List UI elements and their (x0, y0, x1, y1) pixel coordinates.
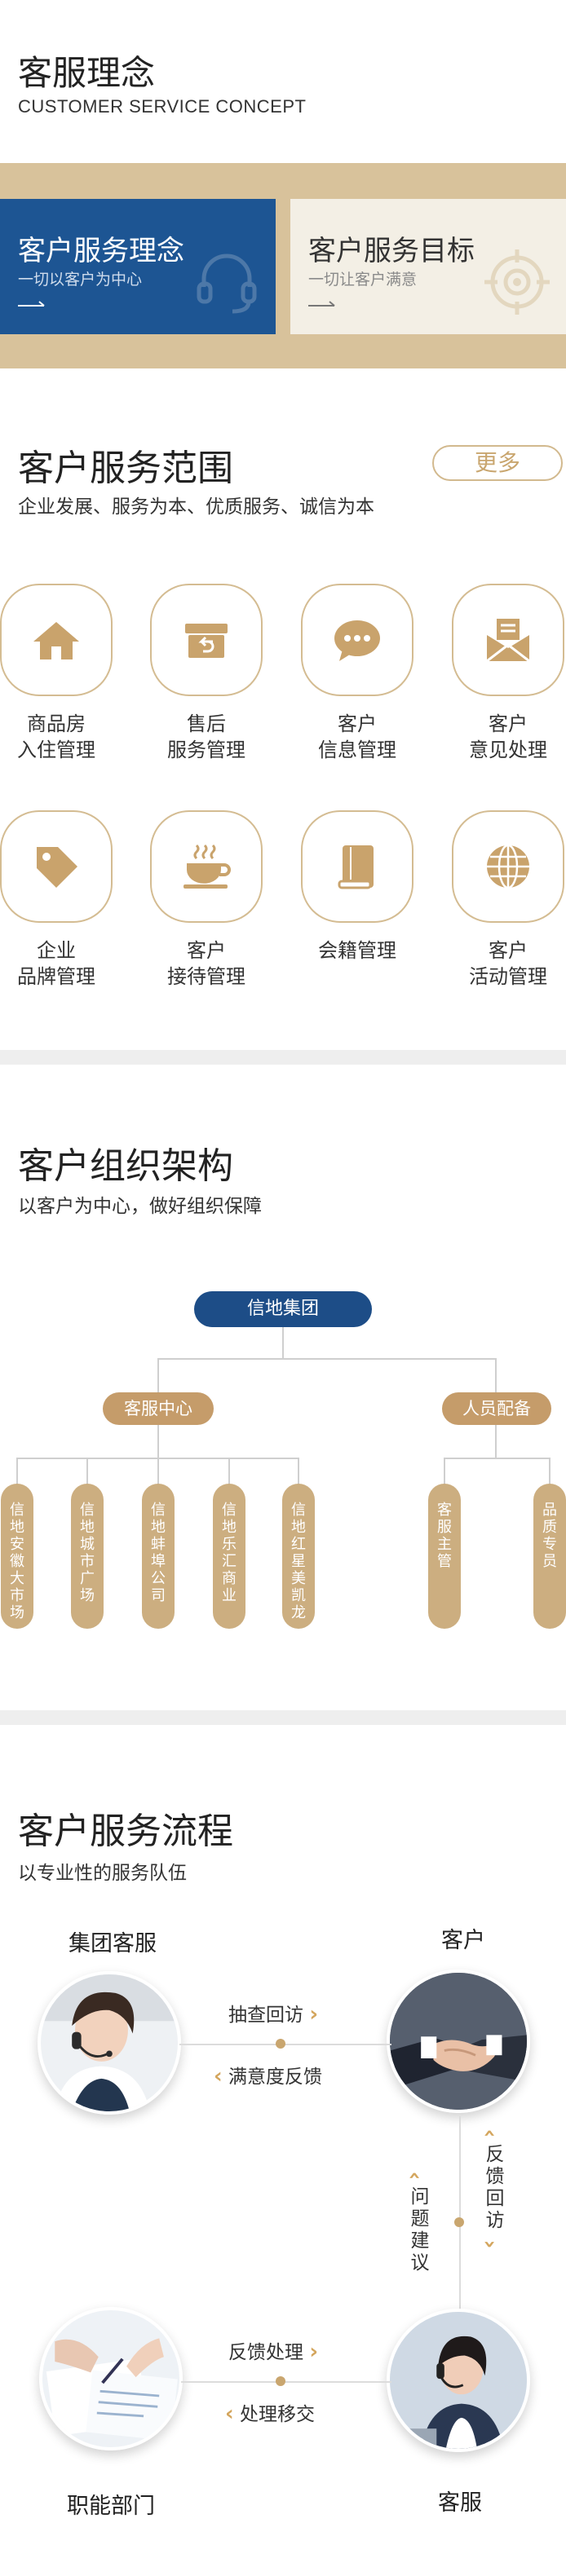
node-label-customer: 客户 (441, 1928, 485, 1953)
globe-icon-circle[interactable] (452, 810, 564, 923)
org-connector (444, 1458, 445, 1485)
section-divider (0, 1050, 566, 1065)
scope-subtitle: 企业发展、服务为本、优质服务、诚信为本 (18, 496, 374, 518)
concept-title: 客服理念 (18, 53, 156, 93)
org-root-node: 信地集团 (194, 1291, 372, 1327)
scope-item-label: 会籍管理 (318, 939, 396, 962)
org-connector (157, 1458, 159, 1485)
org-branch-staffing: 人员配备 (442, 1392, 551, 1425)
department-photo (39, 2307, 183, 2450)
group-service-photo (38, 1971, 181, 2115)
org-branch-service-center: 客服中心 (103, 1392, 214, 1425)
org-connector (495, 1425, 497, 1458)
card-title: 客户服务理念 (18, 235, 184, 267)
node-label-service: 客服 (438, 2490, 482, 2516)
org-connector (298, 1458, 299, 1485)
org-leaf: 客服主管 (428, 1484, 461, 1629)
org-leaf: 信地蚌埠公司 (142, 1484, 175, 1629)
chevron-right-icon: › (309, 2002, 319, 2027)
return-box-icon-circle[interactable] (150, 584, 263, 696)
scope-item-label: 客户活动管理 (469, 939, 547, 988)
flow-line (179, 2044, 391, 2045)
org-leaf: 信地安徽大市场 (1, 1484, 33, 1629)
scope-item-label: 售后服务管理 (167, 712, 245, 761)
org-connector (282, 1327, 284, 1358)
headset-icon (197, 254, 257, 314)
coffee-icon (184, 844, 231, 889)
chevron-up-icon: ‹ (477, 2128, 502, 2138)
headset-agent-image (41, 1974, 178, 2111)
section-divider (0, 1710, 566, 1725)
org-leaf: 品质专员 (533, 1484, 566, 1629)
org-connector (86, 1458, 88, 1485)
flow-dot (454, 2217, 464, 2227)
chevron-left-icon: ‹ (214, 2064, 223, 2089)
return-box-icon (185, 624, 228, 658)
chat-bubble-icon-circle[interactable] (301, 584, 413, 696)
concept-card-service-idea[interactable]: 客户服务理念 一切以客户为中心 (0, 199, 276, 334)
envelope-icon (486, 619, 530, 663)
flow-dot (276, 2039, 285, 2049)
more-button[interactable]: 更多 (432, 445, 563, 481)
customer-photo (387, 1969, 530, 2113)
flow-transfer: ‹ 处理移交 (225, 2402, 316, 2426)
org-connector (157, 1425, 159, 1458)
handshake-image (390, 1973, 527, 2110)
house-icon (33, 622, 79, 659)
scope-title: 客户服务范围 (18, 448, 233, 489)
chat-bubble-icon (334, 620, 380, 661)
card-subtitle: 一切以客户为中心 (18, 271, 143, 289)
scope-item-label: 商品房入住管理 (17, 712, 95, 761)
node-label-department: 职能部门 (67, 2494, 155, 2519)
concept-subtitle: CUSTOMER SERVICE CONCEPT (18, 96, 307, 117)
tag-icon (37, 847, 77, 888)
flow-dot (276, 2376, 285, 2386)
coffee-icon-circle[interactable] (150, 810, 263, 923)
target-icon (484, 249, 550, 315)
book-icon (338, 845, 374, 889)
card-title: 客户服务目标 (308, 235, 475, 267)
org-connector (549, 1458, 551, 1485)
flow-spot-check: 抽查回访 › (228, 2002, 319, 2027)
service-photo (387, 2309, 530, 2452)
org-connector (157, 1358, 159, 1409)
flow-issue-suggest: 问题建议 (410, 2186, 430, 2274)
documents-image (42, 2310, 179, 2447)
chevron-right-icon: › (309, 2340, 319, 2364)
org-leaf: 信地红星美凯龙 (282, 1484, 315, 1629)
envelope-icon-circle[interactable] (452, 584, 564, 696)
scope-item-label: 客户意见处理 (469, 712, 547, 761)
scope-item-label: 企业品牌管理 (17, 939, 95, 988)
arrow-right-icon (18, 301, 45, 307)
org-subtitle: 以客户为中心，做好组织保障 (18, 1196, 262, 1217)
call-center-image (390, 2312, 527, 2449)
flow-line (181, 2381, 391, 2383)
org-leaf: 信地城市广场 (71, 1484, 104, 1629)
chevron-left-icon: ‹ (225, 2402, 234, 2426)
flow-feedback-handle: 反馈处理 › (228, 2340, 319, 2364)
arrow-right-icon (308, 301, 335, 307)
chevron-down-icon: › (477, 2239, 502, 2249)
org-connector (16, 1458, 18, 1485)
org-connector (157, 1358, 497, 1360)
flow-satisfaction: ‹ 满意度反馈 (214, 2064, 323, 2089)
card-subtitle: 一切让客户满意 (308, 271, 418, 289)
house-icon-circle[interactable] (0, 584, 113, 696)
globe-icon (487, 844, 529, 889)
org-title: 客户组织架构 (18, 1145, 233, 1187)
org-connector (228, 1458, 230, 1485)
tag-icon-circle[interactable] (0, 810, 113, 923)
node-label-group-service: 集团客服 (69, 1931, 157, 1956)
scope-item-label: 客户接待管理 (167, 939, 245, 988)
org-connector (444, 1458, 550, 1459)
flow-feedback-visit: 反馈回访 (485, 2144, 505, 2231)
concept-card-service-goal[interactable]: 客户服务目标 一切让客户满意 (290, 199, 566, 334)
scope-item-label: 客户信息管理 (318, 712, 396, 761)
org-leaf: 信地乐汇商业 (213, 1484, 245, 1629)
process-subtitle: 以专业性的服务队伍 (18, 1863, 187, 1884)
chevron-up-icon: ‹ (402, 2171, 427, 2181)
process-title: 客户服务流程 (18, 1811, 233, 1852)
book-icon-circle[interactable] (301, 810, 413, 923)
org-connector (495, 1358, 497, 1409)
